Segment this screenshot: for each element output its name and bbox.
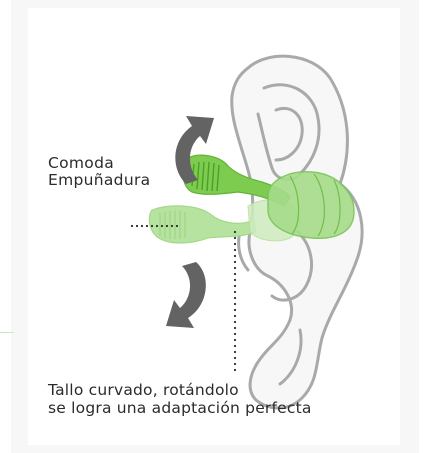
- leader-lines: [131, 225, 236, 371]
- grip-label: Comoda Empuñadura: [48, 155, 150, 189]
- curved-arrow-down-icon: [166, 262, 206, 328]
- grip-label-line2: Empuñadura: [48, 172, 150, 189]
- grip-label-line1: Comoda: [48, 155, 150, 172]
- stem-label: Tallo curvado, rotándolo se logra una ad…: [48, 381, 312, 417]
- stem-label-line2: se logra una adaptación perfecta: [48, 399, 312, 417]
- stem-label-line1: Tallo curvado, rotándolo: [48, 381, 312, 399]
